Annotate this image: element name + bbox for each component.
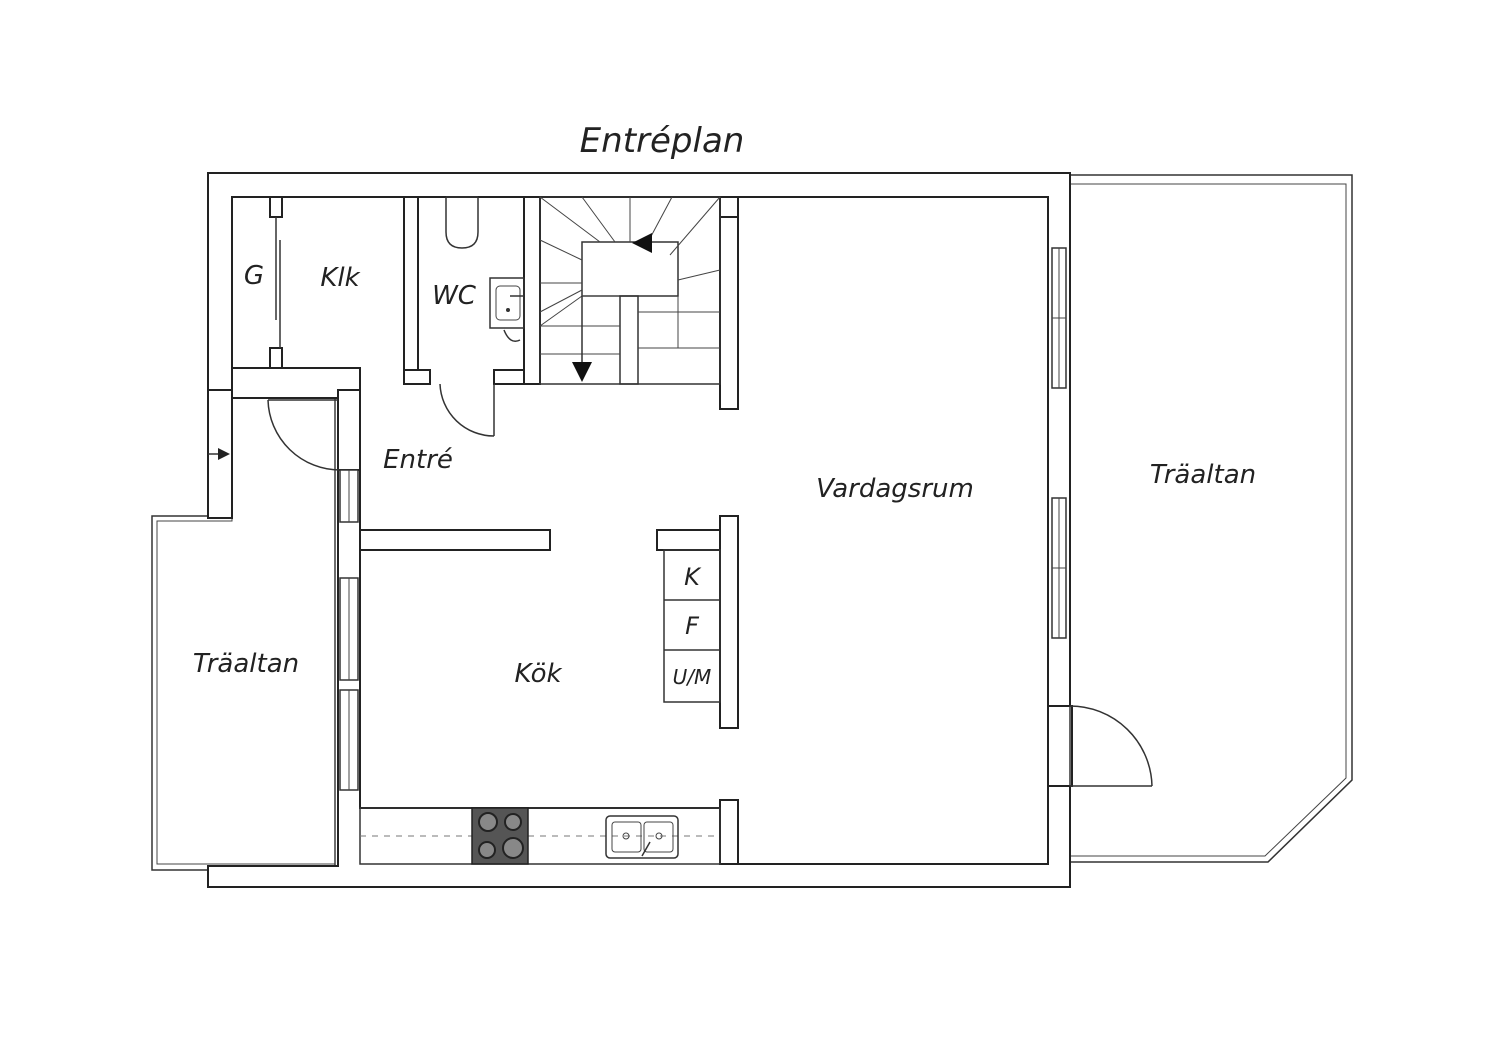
right-terrace-edge bbox=[1069, 183, 1347, 857]
wall-kitchen-divider bbox=[359, 529, 551, 551]
room-label-vardagsrum: Vardagsrum bbox=[816, 474, 974, 504]
wall-appliance bbox=[719, 515, 739, 729]
room-label-wc: WC bbox=[432, 281, 477, 311]
wall-appliance-top bbox=[656, 529, 721, 551]
room-label-traaltan-left: Träaltan bbox=[193, 649, 299, 679]
staircase bbox=[539, 196, 721, 385]
appliance-column bbox=[663, 549, 721, 703]
kitchen-counter bbox=[359, 807, 721, 865]
sink-icon bbox=[605, 815, 679, 859]
toilet-icon bbox=[445, 196, 479, 249]
wall-entre-left bbox=[337, 389, 361, 471]
room-label-klk: Klk bbox=[320, 263, 360, 293]
appliance-label-frys: F bbox=[685, 612, 700, 640]
wall-klk-wc bbox=[403, 196, 419, 385]
room-label-kok: Kök bbox=[514, 659, 562, 689]
wall-wc-stair bbox=[523, 196, 541, 385]
wc-door-swing bbox=[439, 383, 495, 437]
entrance-door-swing bbox=[267, 399, 341, 471]
room-label-traaltan-right: Träaltan bbox=[1150, 460, 1256, 490]
appliance-label-kyl: K bbox=[684, 563, 702, 591]
wall-stair-vardagsrum bbox=[719, 196, 739, 410]
room-label-entre: Entré bbox=[383, 445, 453, 475]
windows bbox=[339, 247, 1067, 791]
appliance-label-ugn-micro: U/M bbox=[673, 665, 712, 689]
terrace-door-swing bbox=[1069, 705, 1153, 787]
stove-icon bbox=[471, 807, 529, 865]
plan-title: Entréplan bbox=[580, 121, 745, 161]
arrow-icon bbox=[218, 448, 230, 460]
right-terrace-outline bbox=[1069, 174, 1353, 863]
stair-arrow-icon bbox=[632, 233, 652, 253]
room-label-garderob: G bbox=[244, 261, 264, 291]
wall-top-stub bbox=[719, 196, 739, 218]
stair-arrow-down-icon bbox=[572, 362, 592, 382]
wall-wc-bottom-left bbox=[403, 369, 431, 385]
doors bbox=[208, 383, 1153, 787]
wall-bottom-stub bbox=[719, 799, 739, 865]
wc-sink-icon bbox=[489, 277, 525, 342]
left-terrace-edge bbox=[156, 393, 336, 865]
wardrobe-doors bbox=[269, 196, 283, 369]
